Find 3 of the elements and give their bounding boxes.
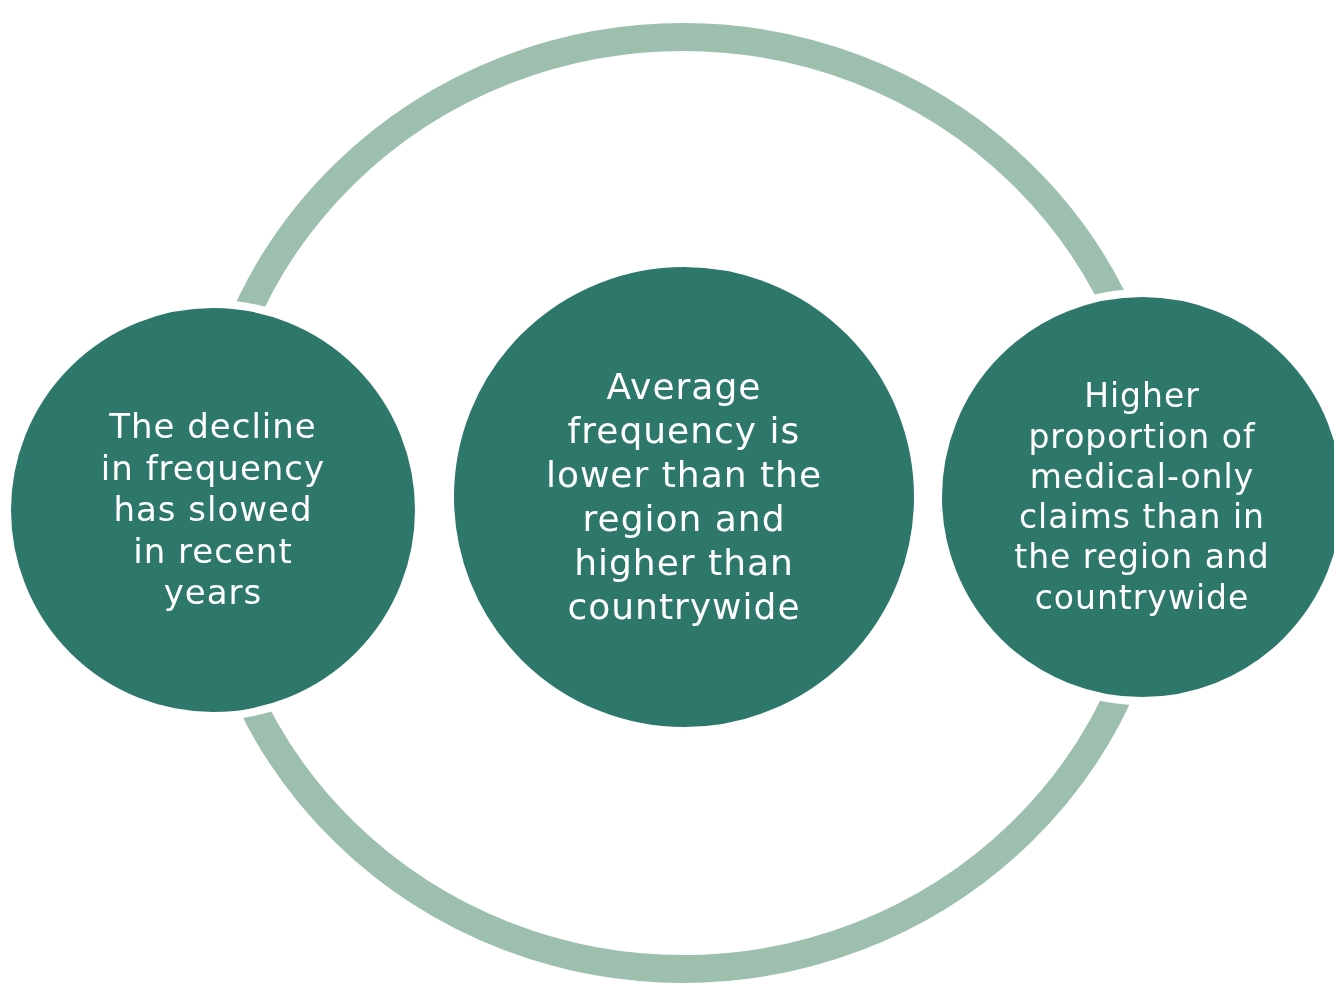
node-text: The decline in frequency has slowed in recent years xyxy=(99,406,327,614)
node-text: Average frequency is lower than the region and higher than countrywide xyxy=(544,365,824,629)
node-text: Higher proportion of medical-only claims than in the region and countrywide xyxy=(1013,376,1271,618)
